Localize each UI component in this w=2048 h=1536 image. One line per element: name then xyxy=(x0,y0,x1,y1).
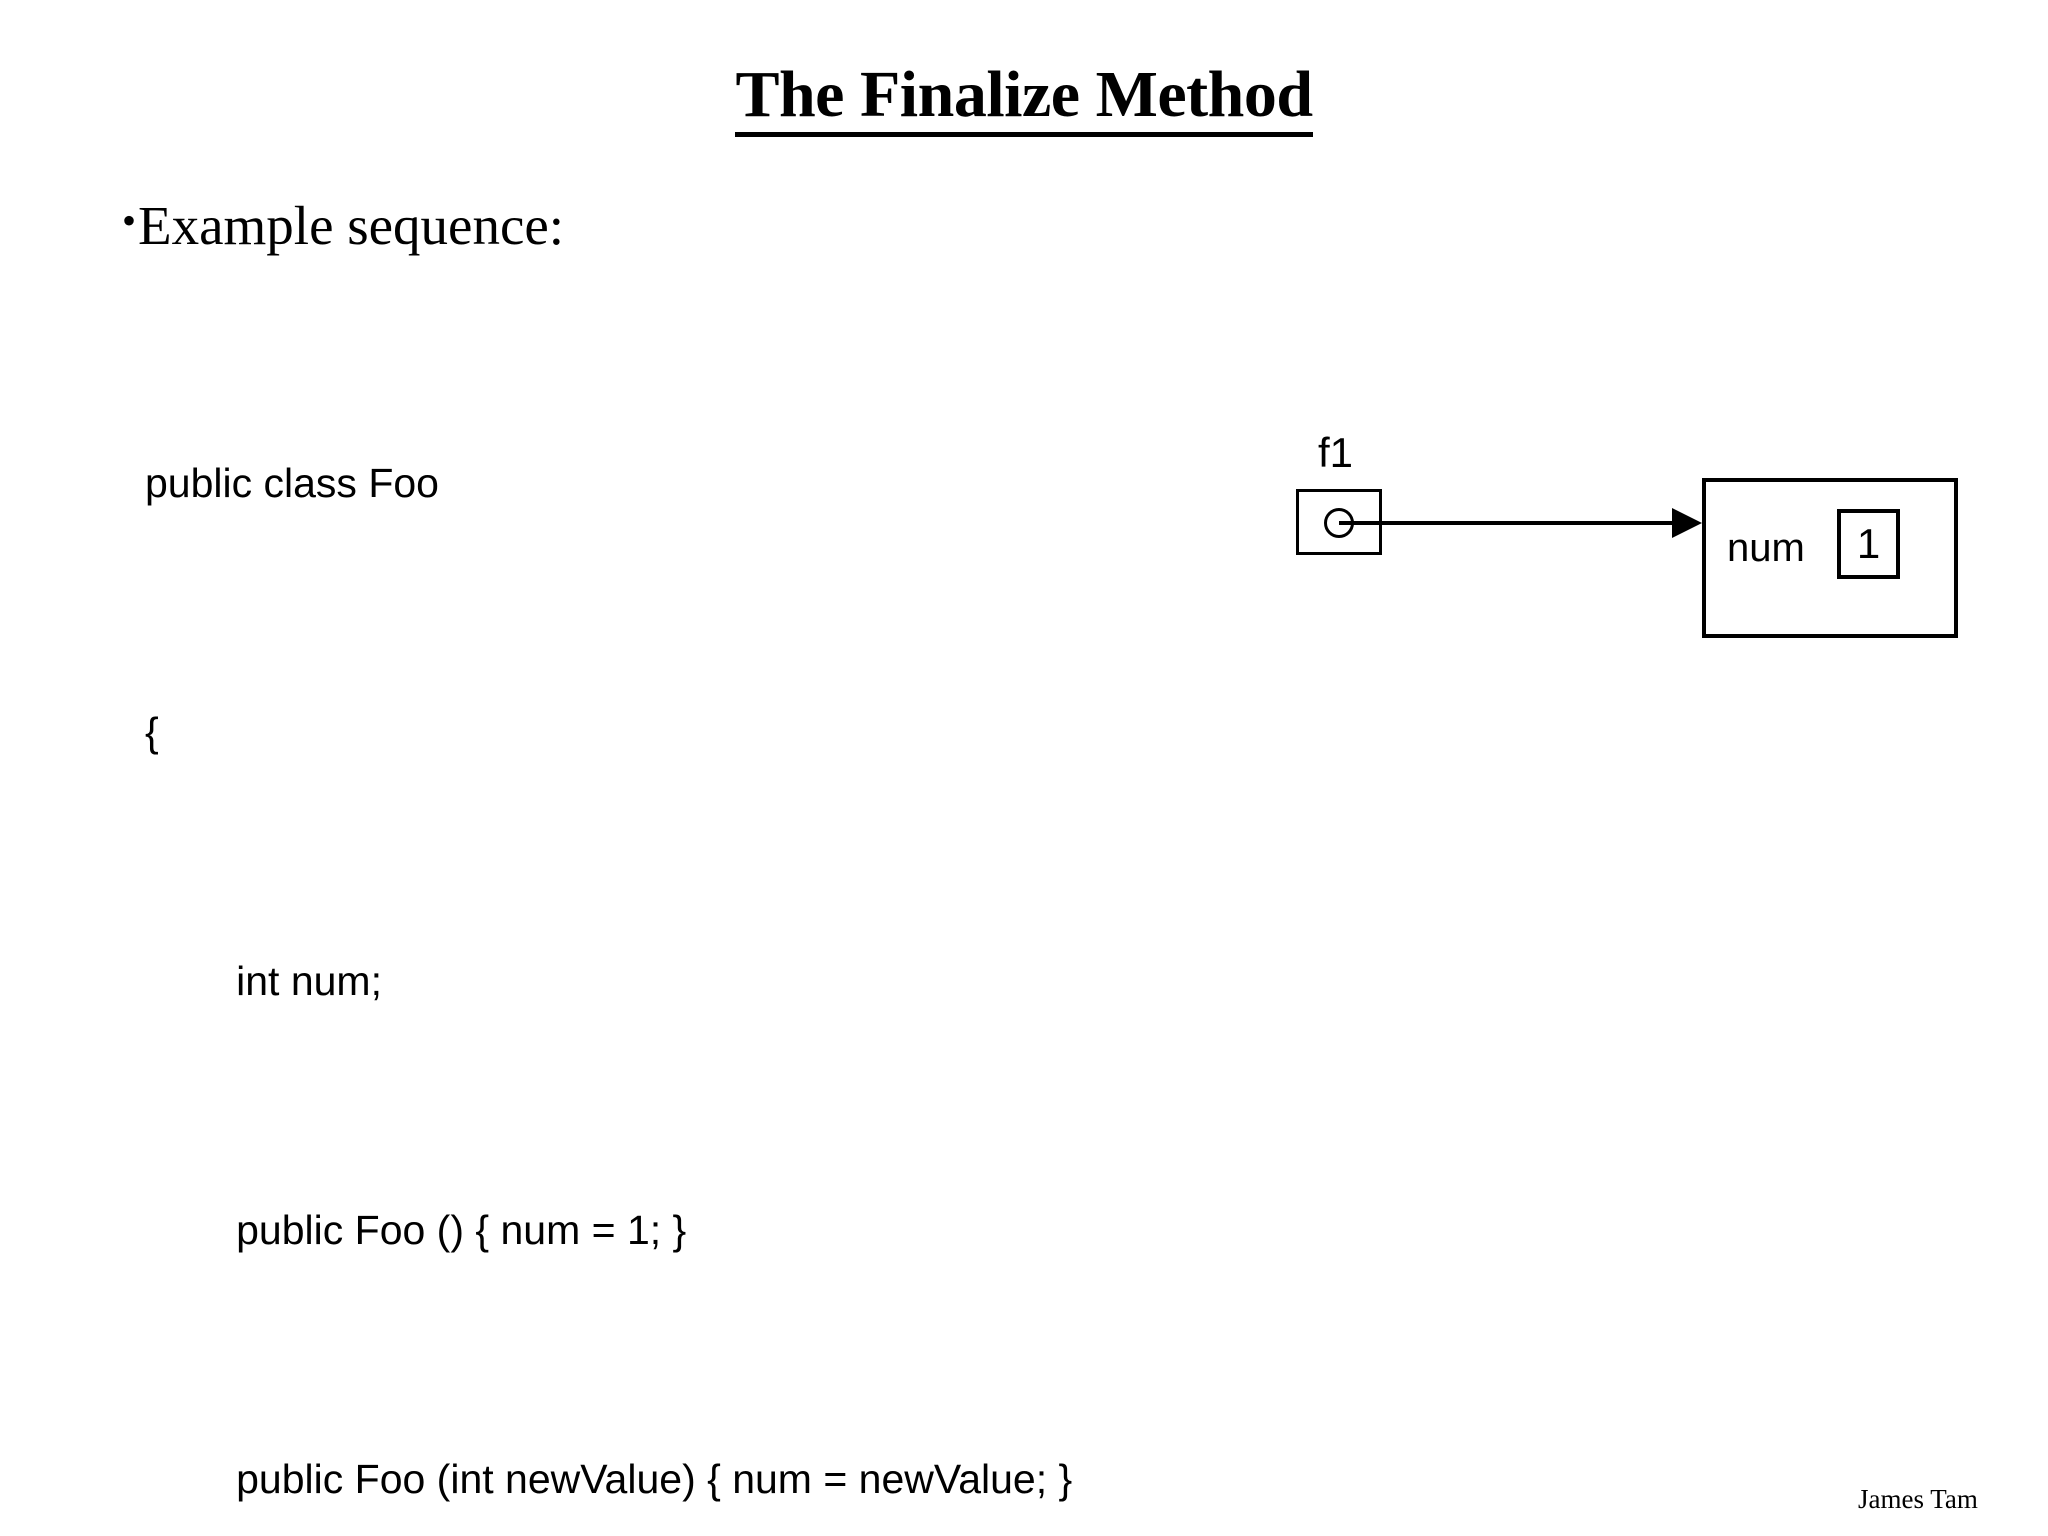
object-field-label: num xyxy=(1727,526,1805,570)
object-instance-box xyxy=(1702,478,1958,638)
reference-pointer-origin-icon xyxy=(1324,508,1354,538)
page-title-text: The Finalize Method xyxy=(735,62,1313,137)
code-line: public Foo (int newValue) { num = newVal… xyxy=(145,1456,1073,1502)
code-block: public class Foo { int num; public Foo (… xyxy=(145,276,1072,1536)
code-line: { xyxy=(145,709,159,755)
bullet-dot-icon: • xyxy=(122,198,137,243)
code-line: public class Foo xyxy=(145,460,439,506)
code-line: int num; xyxy=(145,958,382,1004)
footer-author: James Tam xyxy=(1858,1484,1978,1514)
bullet-item-label: Example sequence: xyxy=(138,195,565,256)
object-field-value-box: 1 xyxy=(1837,509,1900,579)
bullet-item: • Example sequence: xyxy=(122,198,564,253)
code-line: public Foo () { num = 1; } xyxy=(145,1207,687,1253)
reference-variable-label: f1 xyxy=(1318,429,1354,476)
page-title: The Finalize Method xyxy=(0,62,2048,137)
